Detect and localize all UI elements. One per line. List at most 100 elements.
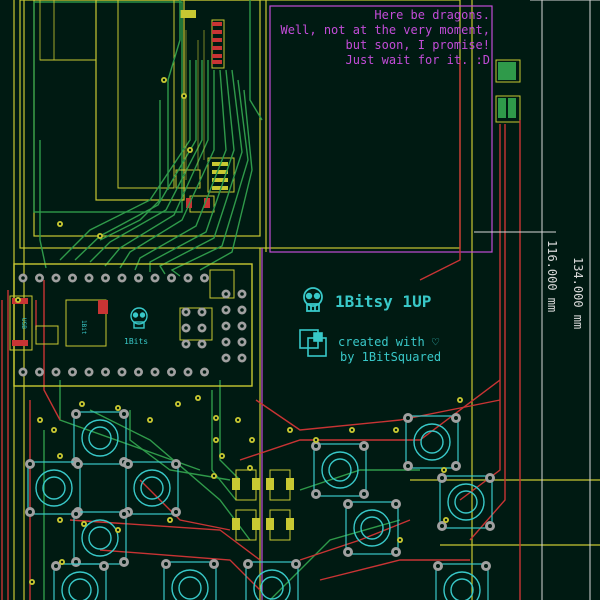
dragon-note: Here be dragons. Well, not at the very m… bbox=[280, 8, 490, 67]
switch-pad-hole bbox=[362, 444, 366, 448]
via-hole bbox=[250, 438, 254, 442]
header-pad-hole bbox=[240, 340, 244, 344]
via-hole bbox=[38, 418, 42, 422]
via-hole bbox=[148, 418, 152, 422]
tactile-switch bbox=[433, 561, 491, 600]
header-pad-hole bbox=[103, 276, 108, 280]
switch-pad-hole bbox=[454, 416, 458, 420]
display-fine-traces bbox=[185, 30, 205, 180]
header-pad-hole bbox=[240, 292, 244, 296]
via-hole bbox=[80, 402, 84, 406]
tactile-switch bbox=[311, 441, 369, 499]
switch-pad-hole bbox=[174, 510, 178, 514]
via-hole bbox=[58, 222, 62, 226]
via-hole bbox=[30, 580, 34, 584]
header-pad-hole bbox=[224, 356, 228, 360]
header-pad-hole bbox=[200, 310, 204, 314]
header-pad-hole bbox=[87, 370, 91, 374]
display-module bbox=[33, 0, 185, 213]
via-hole bbox=[188, 148, 192, 152]
front-copper-traces bbox=[1, 60, 521, 600]
switch-pad-hole bbox=[440, 476, 444, 480]
note-line-2: Well, not at the very moment, bbox=[280, 23, 490, 37]
header-pad-hole bbox=[224, 292, 228, 296]
switch-pad-hole bbox=[362, 492, 366, 496]
via-hole bbox=[16, 298, 20, 302]
svg-text:USB: USB bbox=[20, 318, 27, 329]
dimension-label-outer: 134.000 mm bbox=[571, 257, 585, 329]
via-hole bbox=[444, 518, 448, 522]
header-pad-hole bbox=[240, 356, 244, 360]
header-pad-hole bbox=[200, 342, 204, 346]
header-pad-hole bbox=[202, 370, 207, 374]
header-pad-hole bbox=[120, 276, 124, 280]
switch-pad-hole bbox=[294, 562, 298, 566]
header-pad-hole bbox=[37, 276, 42, 280]
header-pad-hole bbox=[70, 370, 75, 374]
header-pad-hole bbox=[240, 308, 244, 312]
via-hole bbox=[458, 398, 462, 402]
via-hole bbox=[212, 474, 216, 478]
header-pad-hole bbox=[87, 276, 91, 280]
header-pad-hole bbox=[186, 276, 190, 280]
via-hole bbox=[350, 428, 354, 432]
via-group bbox=[15, 77, 463, 585]
header-pad-hole bbox=[224, 340, 228, 344]
via-hole bbox=[60, 560, 64, 564]
via-hole bbox=[236, 418, 240, 422]
switch-pad-hole bbox=[74, 412, 78, 416]
tactile-switch bbox=[343, 499, 401, 557]
1bitsquared-logo bbox=[299, 329, 327, 357]
header-pad-hole bbox=[184, 326, 188, 330]
header-pad-hole bbox=[21, 276, 25, 280]
tactile-switch bbox=[437, 473, 495, 531]
header-pad-hole bbox=[136, 276, 141, 280]
via-hole bbox=[182, 94, 186, 98]
header-pad-hole bbox=[54, 370, 58, 374]
header-pad-hole bbox=[240, 324, 244, 328]
via-hole bbox=[116, 406, 120, 410]
tactile-switch bbox=[25, 459, 83, 517]
via-hole bbox=[82, 522, 86, 526]
switch-pad-hole bbox=[436, 564, 440, 568]
header-pad-hole bbox=[169, 370, 174, 374]
button-footprints bbox=[25, 409, 495, 600]
credit-line-2: by 1BitSquared bbox=[340, 350, 441, 364]
dimension-lines bbox=[474, 0, 600, 600]
header-pad-hole bbox=[136, 370, 141, 374]
switch-pad-hole bbox=[484, 564, 488, 568]
header-pad-hole bbox=[37, 370, 42, 374]
via-hole bbox=[162, 78, 166, 82]
header-pad-hole bbox=[224, 324, 228, 328]
header-pad-hole bbox=[120, 370, 124, 374]
switch-pad-hole bbox=[54, 564, 58, 568]
via-hole bbox=[398, 538, 402, 542]
switch-pad-hole bbox=[488, 476, 492, 480]
via-hole bbox=[58, 518, 62, 522]
via-hole bbox=[248, 466, 252, 470]
switch-pad-hole bbox=[488, 524, 492, 528]
header-pad-hole bbox=[21, 370, 25, 374]
note-line-4: Just wait for it. :D bbox=[346, 53, 491, 67]
switch-pad-hole bbox=[454, 464, 458, 468]
tactile-switch bbox=[243, 559, 301, 600]
via-hole bbox=[196, 396, 200, 400]
switch-pad-hole bbox=[74, 512, 78, 516]
header-pad-hole bbox=[54, 276, 58, 280]
switch-pad-hole bbox=[122, 512, 126, 516]
via-hole bbox=[52, 428, 56, 432]
header-pad-hole bbox=[224, 308, 228, 312]
header-pad-hole bbox=[153, 370, 157, 374]
header-pad-hole bbox=[103, 370, 108, 374]
via-hole bbox=[442, 468, 446, 472]
switch-pad-hole bbox=[28, 462, 32, 466]
header-pad-hole bbox=[70, 276, 75, 280]
switch-pad-hole bbox=[346, 502, 350, 506]
switch-pad-hole bbox=[346, 550, 350, 554]
switch-pad-hole bbox=[76, 462, 80, 466]
header-pad-hole bbox=[200, 326, 204, 330]
via-hole bbox=[116, 528, 120, 532]
header-pad-hole bbox=[153, 276, 157, 280]
via-hole bbox=[214, 438, 218, 442]
